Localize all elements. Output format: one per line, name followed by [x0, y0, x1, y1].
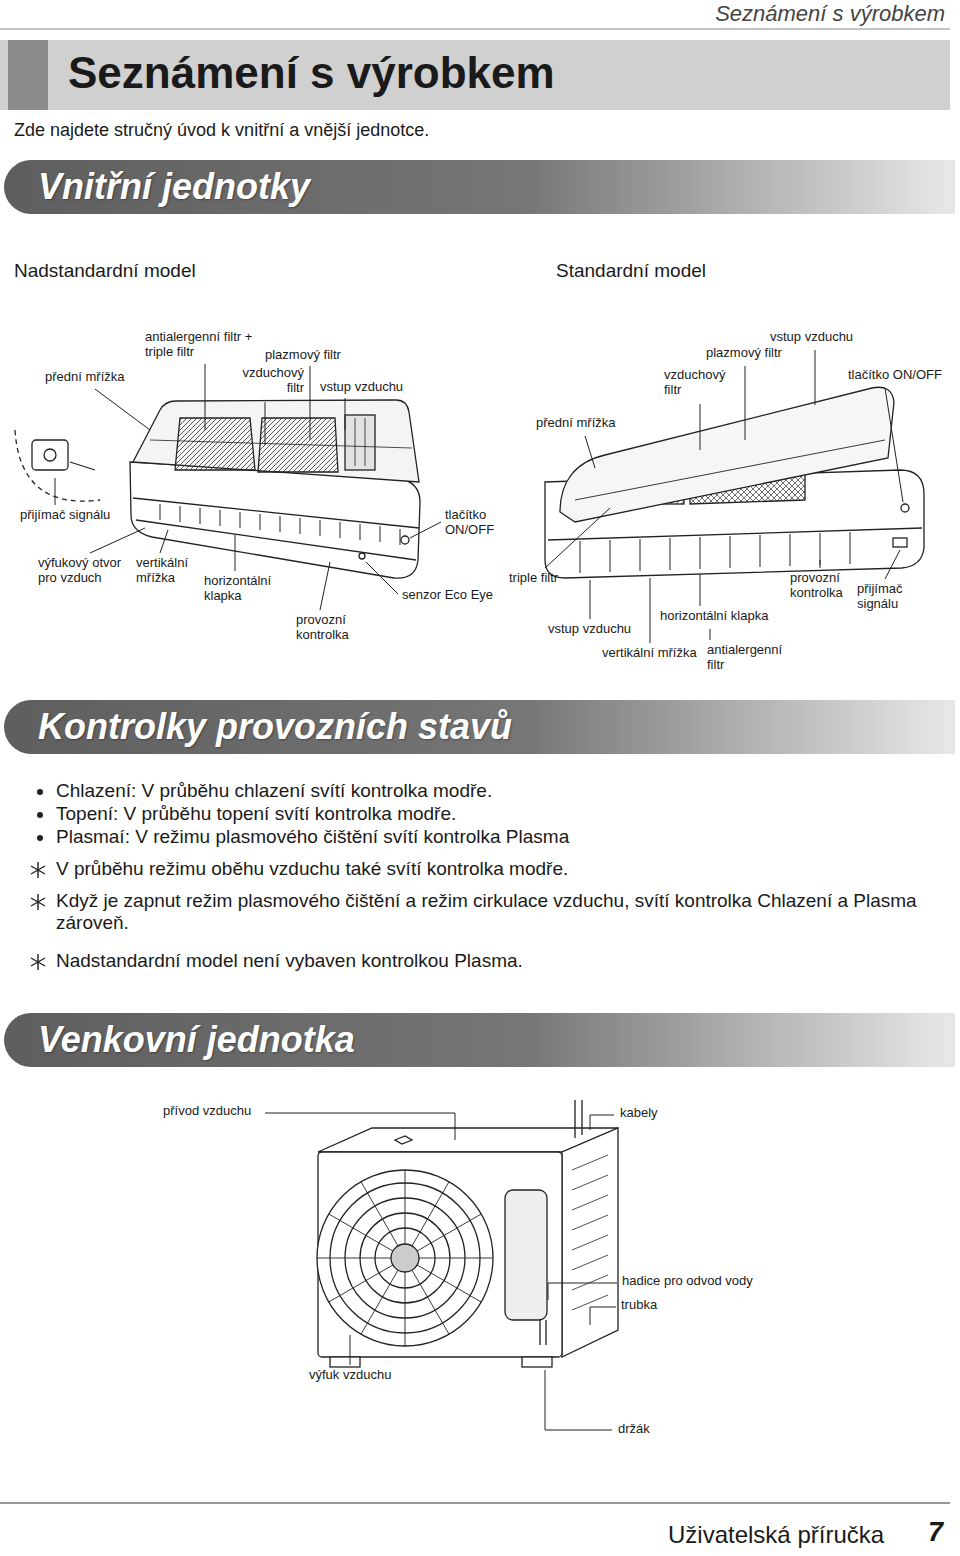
- part-label: vstup vzduchu: [770, 330, 853, 345]
- receiver-detail: [15, 430, 100, 501]
- section-band: Venkovní jednotka: [4, 1013, 955, 1067]
- part-label: provozní kontrolka: [296, 613, 362, 643]
- part-label: vstup vzduchu: [548, 622, 631, 637]
- status-note: V průběhu režimu oběhu vzduchu také svít…: [56, 858, 568, 880]
- section-heading: Kontrolky provozních stavů: [38, 706, 512, 748]
- status-note: Chlazení: V průběhu chlazení svítí kontr…: [56, 780, 492, 802]
- part-label: tlačítko ON/OFF: [848, 368, 942, 383]
- part-label: držák: [618, 1422, 650, 1437]
- part-label: senzor Eco Eye: [402, 588, 493, 603]
- part-label: přijímač signálu: [20, 508, 110, 523]
- part-label: vertikální mřížka: [602, 646, 697, 661]
- running-header: Seznámení s výrobkem: [715, 1, 945, 26]
- page-number: 7: [928, 1517, 943, 1548]
- intro-text: Zde najdete stručný úvod k vnitřní a vně…: [14, 120, 429, 141]
- section-band: Vnitřní jednotky: [4, 160, 955, 214]
- indoor-unit-premium: [130, 400, 420, 578]
- part-label: vzduchový filtr: [664, 368, 736, 398]
- model-heading: Nadstandardní model: [14, 260, 196, 282]
- part-label: trubka: [621, 1298, 657, 1313]
- status-note: Plasmaí: V režimu plasmového čištění sví…: [56, 826, 569, 848]
- header-rule: [0, 29, 950, 30]
- outdoor-unit: [317, 1100, 618, 1367]
- part-label: přední mřížka: [536, 416, 615, 431]
- part-label: vzduchový filtr: [232, 366, 304, 396]
- leader-lines: [55, 350, 903, 643]
- part-label: plazmový filtr: [265, 348, 341, 363]
- part-label: vertikální mřížka: [136, 556, 200, 586]
- model-heading: Standardní model: [556, 260, 706, 282]
- part-label: horizontální klapka: [204, 574, 282, 604]
- part-label: hadice pro odvod vody: [622, 1274, 753, 1289]
- page-title: Seznámení s výrobkem: [68, 48, 555, 98]
- part-label: triple filtr: [509, 571, 558, 586]
- status-note: Když je zapnut režim plasmového čištění …: [56, 890, 946, 934]
- part-label: kabely: [620, 1106, 658, 1121]
- footer-text: Uživatelská příručka: [668, 1521, 884, 1549]
- part-label: tlačítko ON/OFF: [445, 508, 507, 538]
- leader-lines-outdoor: [265, 1113, 617, 1430]
- part-label: přívod vzduchu: [163, 1104, 251, 1119]
- part-label: výfukový otvor pro vzduch: [38, 556, 132, 586]
- part-label: přední mřížka: [45, 370, 124, 385]
- part-label: přijímač signálu: [857, 582, 917, 612]
- part-label: provozní kontrolka: [790, 571, 854, 601]
- section-band: Kontrolky provozních stavů: [4, 700, 955, 754]
- status-note: Nadstandardní model není vybaven kontrol…: [56, 950, 523, 972]
- part-label: výfuk vzduchu: [309, 1368, 391, 1383]
- section-heading: Vnitřní jednotky: [38, 166, 310, 208]
- footer-rule: [0, 1502, 950, 1503]
- title-band: [0, 40, 950, 110]
- part-label: horizontální klapka: [660, 609, 768, 624]
- status-note: Topení: V průběhu topení svítí kontrolka…: [56, 803, 456, 825]
- part-label: antialergenní filtr: [707, 643, 797, 673]
- part-label: antialergenní filtr + triple filtr: [145, 330, 255, 360]
- bullet-marks: [31, 789, 45, 970]
- section-heading: Venkovní jednotka: [38, 1019, 355, 1061]
- part-label: vstup vzduchu: [320, 380, 403, 395]
- part-label: plazmový filtr: [706, 346, 782, 361]
